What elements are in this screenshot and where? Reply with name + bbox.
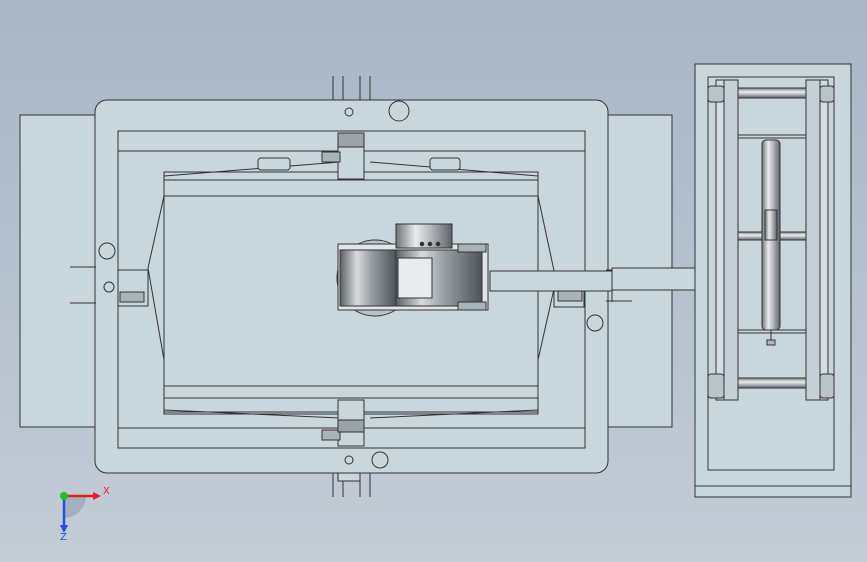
- right-rail: [805, 79, 821, 401]
- top-pins: [332, 76, 371, 100]
- bottom-hole-small: [344, 455, 354, 465]
- top-hole-small: [344, 107, 354, 117]
- left-hole-large: [98, 242, 116, 260]
- blower-outlet: [397, 257, 433, 299]
- left-hole-small: [103, 281, 115, 293]
- top-hole-large: [388, 100, 410, 122]
- blower-wheel: [339, 249, 397, 307]
- y-axis-dot: [60, 492, 68, 500]
- coordinate-triad: [60, 492, 101, 533]
- z-axis-label: Z: [60, 532, 67, 543]
- left-side-plate: [19, 114, 97, 428]
- drive-shaft: [489, 270, 613, 292]
- bottom-hole-large: [371, 451, 389, 469]
- x-axis-label: X: [103, 486, 110, 497]
- bottom-crossbar: [737, 377, 807, 389]
- top-crossbar: [737, 87, 807, 99]
- bottom-pins: [332, 472, 371, 497]
- right-hole-large: [586, 314, 604, 332]
- left-rail: [723, 79, 739, 401]
